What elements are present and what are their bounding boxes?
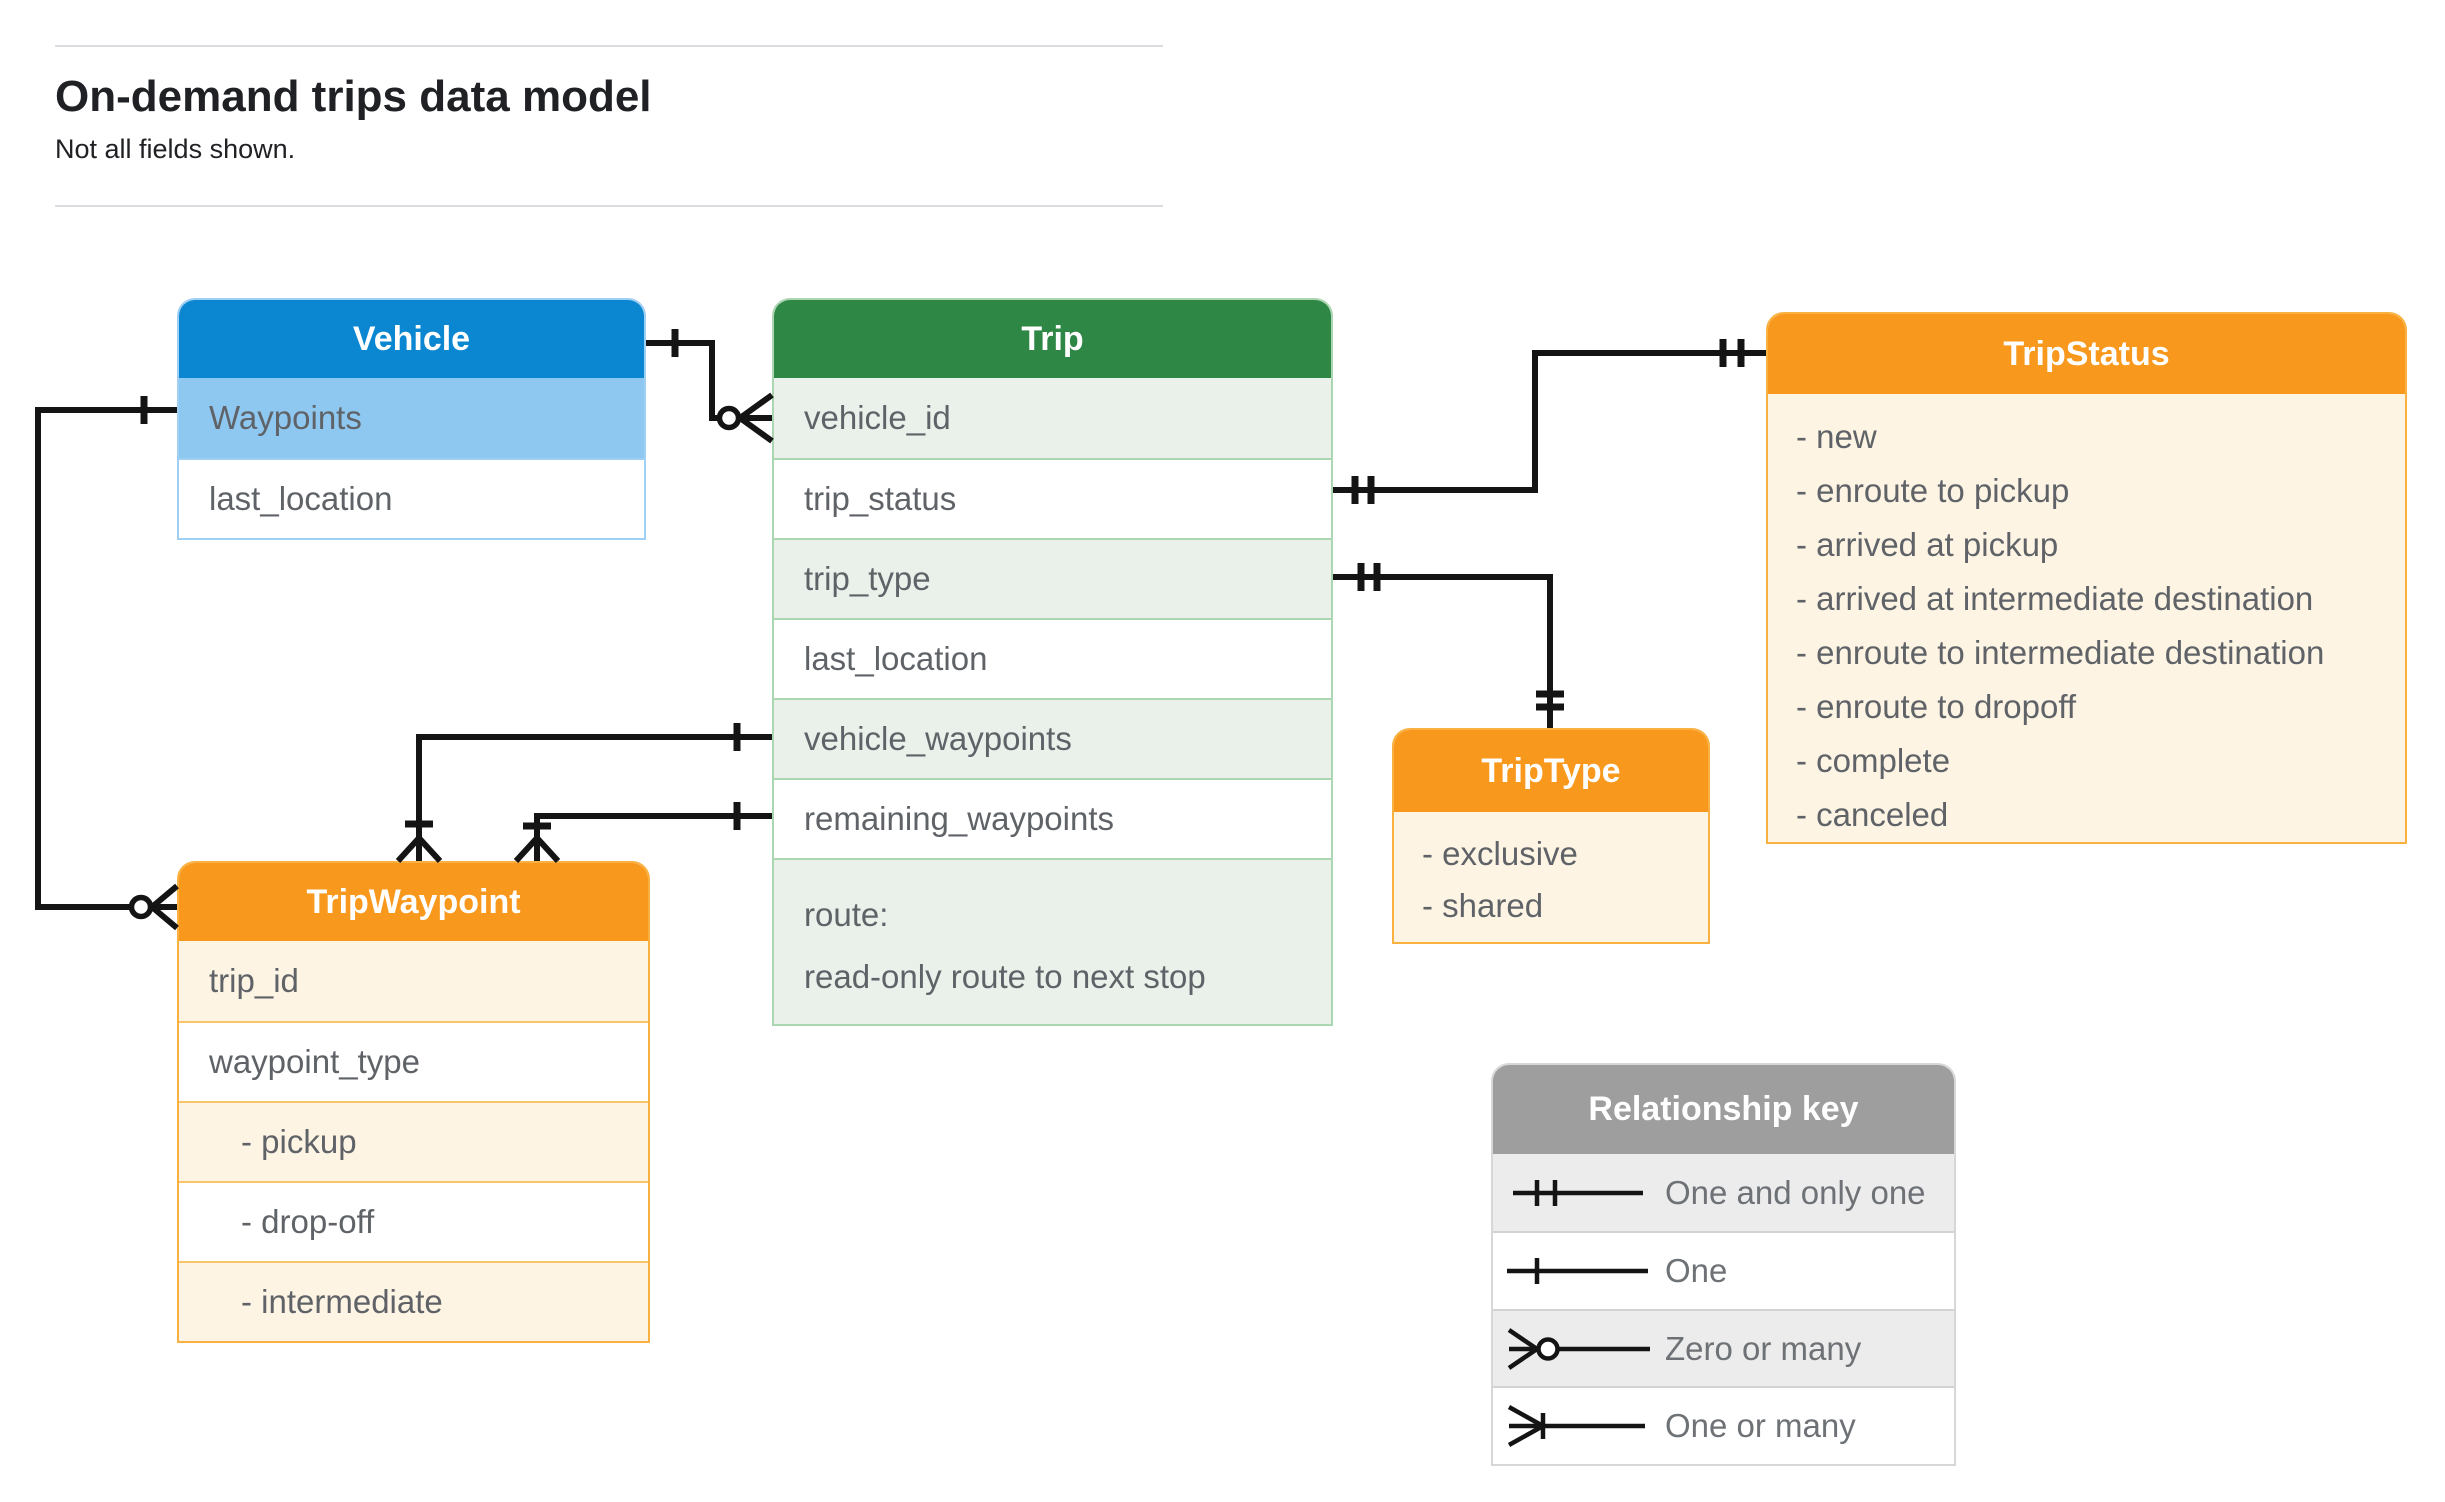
waypoint-value-pickup: - pickup — [179, 1101, 648, 1181]
connector-remaining-waypoints — [513, 802, 772, 864]
key-row-zero-or-many: Zero or many — [1493, 1309, 1954, 1386]
connector-vehicle-to-trip — [646, 329, 774, 444]
key-label: One and only one — [1665, 1173, 1926, 1211]
field-row-vehicle-waypoints: vehicle_waypoints — [774, 698, 1331, 778]
status-value: - arrived at intermediate destination — [1796, 580, 2314, 617]
type-value: - shared — [1422, 887, 1544, 924]
status-value: - enroute to dropoff — [1796, 688, 2077, 725]
connector-tripstatus — [1333, 339, 1766, 504]
entity-triptype-title: TripType — [1394, 730, 1708, 812]
relationship-key: Relationship key One and only one One — [1491, 1063, 1956, 1466]
route-field-name: route: — [804, 896, 889, 933]
one-and-only-one-icon — [1513, 1179, 1643, 1206]
entity-vehicle: Vehicle Waypoints last_location — [177, 298, 646, 540]
zero-or-many-icon — [1507, 1327, 1650, 1370]
entity-trip: Trip vehicle_id trip_status trip_type la… — [772, 298, 1333, 1026]
field-row-route: route: read-only route to next stop — [774, 858, 1331, 1024]
route-field-description: read-only route to next stop — [804, 958, 1206, 995]
key-label: One or many — [1665, 1407, 1856, 1444]
page-subtitle: Not all fields shown. — [55, 134, 296, 164]
title-divider — [55, 205, 1163, 207]
field-row-trip-last-location: last_location — [774, 618, 1331, 698]
field-row-last-location: last_location — [179, 458, 644, 538]
entity-tripstatus-title: TripStatus — [1768, 314, 2405, 394]
status-value: - enroute to intermediate destination — [1796, 634, 2325, 671]
status-value: - new — [1796, 418, 1877, 455]
triptype-values: - exclusive - shared — [1394, 812, 1708, 942]
field-row-trip-status: trip_status — [774, 458, 1331, 538]
waypoint-value-intermediate: - intermediate — [179, 1261, 648, 1341]
field-row-waypoint-type: waypoint_type — [179, 1021, 648, 1101]
field-row-trip-id: trip_id — [179, 941, 648, 1021]
top-divider — [55, 45, 1163, 47]
connector-waypoints-to-tripwaypoint — [35, 396, 179, 931]
status-value: - enroute to pickup — [1796, 472, 2070, 509]
one-icon — [1507, 1258, 1648, 1284]
one-or-many-icon — [1507, 1405, 1645, 1447]
status-value: - canceled — [1796, 796, 1949, 833]
field-row-vehicle-id: vehicle_id — [774, 378, 1331, 458]
entity-trip-title: Trip — [774, 300, 1331, 378]
entity-tripstatus: TripStatus - new - enroute to pickup - a… — [1766, 312, 2407, 844]
key-label: One — [1665, 1252, 1728, 1289]
field-row-remaining-waypoints: remaining_waypoints — [774, 778, 1331, 858]
entity-vehicle-title: Vehicle — [179, 300, 644, 378]
entity-tripwaypoint: TripWaypoint trip_id waypoint_type - pic… — [177, 861, 650, 1343]
key-row-one-or-many: One or many — [1493, 1386, 1954, 1464]
key-row-one: One — [1493, 1231, 1954, 1309]
key-row-one-and-only-one: One and only one — [1493, 1154, 1954, 1231]
entity-triptype: TripType - exclusive - shared — [1392, 728, 1710, 944]
waypoint-value-dropoff: - drop-off — [179, 1181, 648, 1261]
key-label: Zero or many — [1665, 1329, 1862, 1367]
page-title: On-demand trips data model — [55, 72, 652, 121]
type-value: - exclusive — [1422, 835, 1578, 872]
relationship-key-title: Relationship key — [1493, 1065, 1954, 1154]
field-row-waypoints: Waypoints — [179, 378, 644, 458]
field-row-trip-type: trip_type — [774, 538, 1331, 618]
status-value: - complete — [1796, 742, 1951, 779]
entity-tripwaypoint-title: TripWaypoint — [179, 863, 648, 941]
tripstatus-values: - new - enroute to pickup - arrived at p… — [1768, 394, 2405, 842]
connector-triptype — [1333, 563, 1564, 728]
connector-vehicle-waypoints — [395, 723, 772, 864]
status-value: - arrived at pickup — [1796, 526, 2059, 563]
